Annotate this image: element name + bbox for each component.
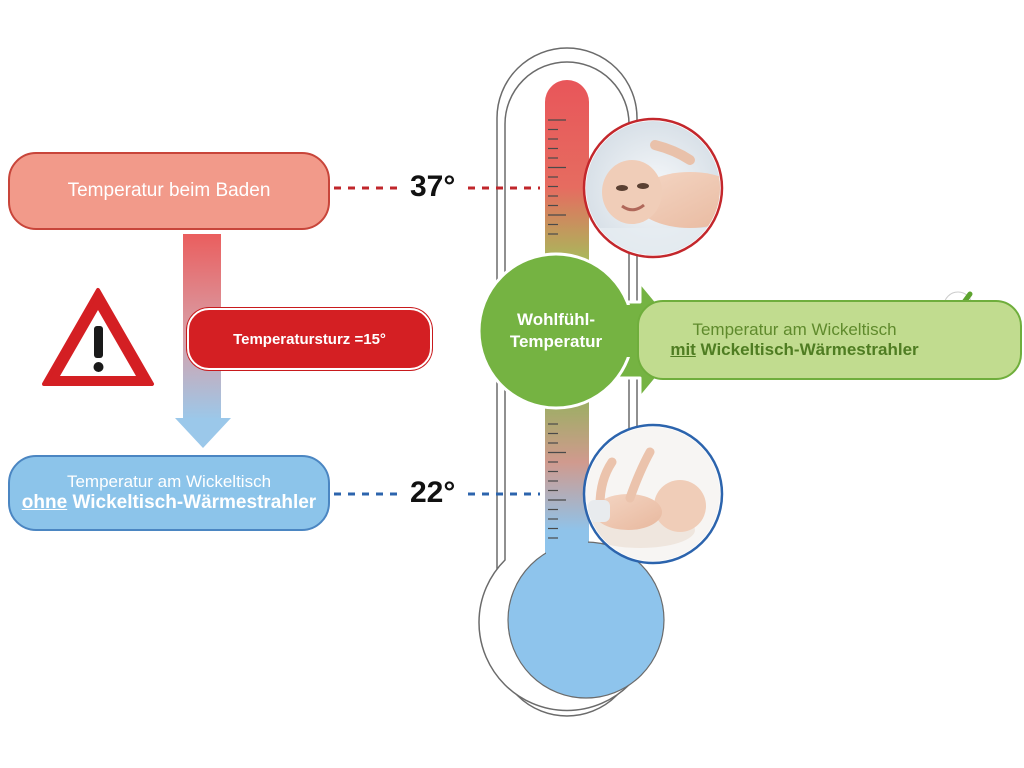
temperature-drop-label: Temperatursturz =15°	[233, 330, 386, 348]
thermometer-bulb-neck	[546, 540, 588, 580]
temperature-drop-box: Temperatursturz =15°	[187, 308, 432, 370]
thermometer-scale	[548, 119, 566, 539]
comfort-line1: Wohlfühl-	[516, 310, 596, 329]
bath-temperature-box: Temperatur beim Baden	[8, 152, 330, 230]
cold-box-line2: ohne Wickeltisch-Wärmestrahler	[22, 492, 316, 514]
baby-bathing-photo	[582, 117, 724, 259]
comfort-temperature-label: Wohlfühl- Temperatur	[480, 272, 632, 390]
bath-temperature-label: Temperatur beim Baden	[67, 180, 271, 201]
warm-box-line1: Temperatur am Wickeltisch	[692, 320, 897, 339]
cold-box-line1: Temperatur am Wickeltisch	[66, 472, 272, 491]
cold-box-underlined-word: ohne	[21, 492, 68, 513]
warm-box-underlined-word: mit	[670, 340, 696, 359]
warning-triangle-icon	[42, 288, 154, 386]
comfort-line2: Temperatur	[509, 332, 603, 351]
baby-changing-table-photo	[582, 423, 724, 565]
changing-table-with-heater-box: Temperatur am Wickeltisch mit Wickeltisc…	[637, 300, 1022, 380]
cold-box-line2-rest: Wickeltisch-Wärmestrahler	[67, 492, 317, 513]
temperature-low-label: 22°	[410, 476, 456, 509]
temperature-high-label: 37°	[410, 170, 456, 203]
warm-box-line2-rest: Wickeltisch-Wärmestrahler	[695, 340, 919, 359]
changing-table-without-heater-box: Temperatur am Wickeltisch ohne Wickeltis…	[8, 455, 330, 531]
warm-box-line2: mit Wickeltisch-Wärmestrahler	[670, 340, 918, 360]
